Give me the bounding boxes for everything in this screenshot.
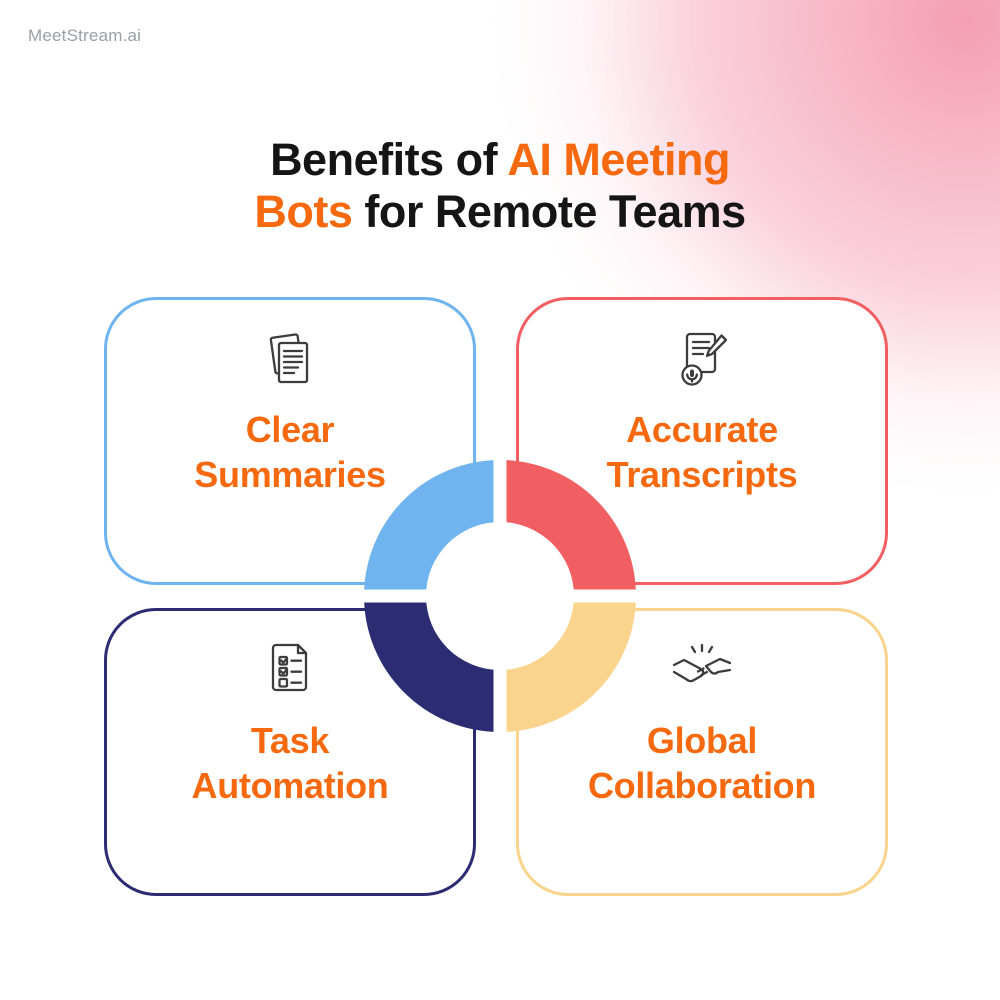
title-part-2: AI Meeting [507, 134, 730, 185]
brand-logo: MeetStream.ai [28, 26, 142, 45]
transcript-icon [670, 326, 734, 392]
ring-center-hole [426, 522, 574, 670]
checklist-icon [258, 637, 322, 703]
handshake-icon [670, 637, 734, 703]
title-part-1: Benefits of [270, 134, 508, 185]
documents-icon [258, 326, 322, 392]
title-part-3: Bots [254, 186, 353, 238]
title-part-4: for Remote Teams [352, 186, 746, 238]
center-ring [361, 457, 639, 735]
